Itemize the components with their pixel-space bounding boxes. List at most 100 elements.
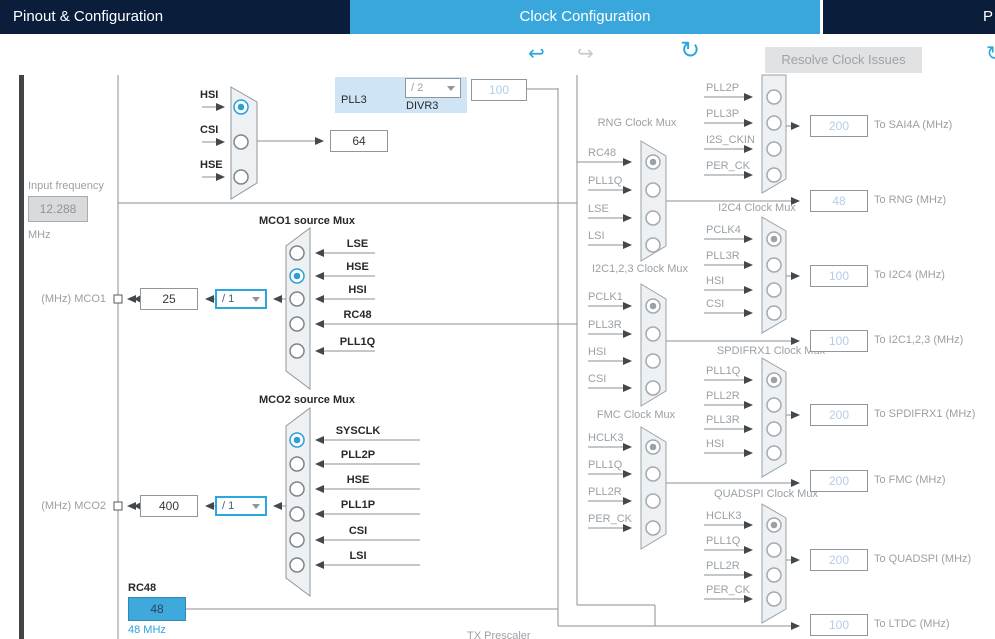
mco2-value-box[interactable]: 400 [140, 495, 198, 517]
mco2-pin[interactable] [113, 501, 123, 511]
radio-spdifrx1-pll2r[interactable] [766, 397, 782, 413]
selected-radios [233, 99, 305, 448]
radio-mco1-lse[interactable] [289, 245, 305, 261]
fmc-input-pll2r: PLL2R [588, 486, 622, 498]
redo-icon[interactable]: ↪ [577, 43, 594, 65]
rc48-value-box[interactable]: 48 [128, 597, 186, 621]
mco1-input-rc48: RC48 [343, 309, 372, 321]
input-frequency-unit: MHz [28, 229, 51, 241]
divr3-value-box[interactable]: 100 [471, 79, 527, 101]
spdifrx1-input-pll3r: PLL3R [706, 414, 740, 426]
rng-output-label: To RNG (MHz) [874, 194, 947, 206]
radio-quadspi-pll2r[interactable] [766, 567, 782, 583]
sai4a-input-i2s_ckin: I2S_CKIN [706, 134, 755, 146]
quadspi-output-box[interactable]: 200 [810, 549, 868, 571]
radio-sys-csi[interactable] [233, 134, 249, 150]
radio-i2c123-hsi[interactable] [645, 353, 661, 369]
mco1-input-hse: HSE [346, 261, 369, 273]
rng-input-lse: LSE [588, 203, 609, 215]
spdifrx1-input-hsi: HSI [706, 438, 725, 450]
mco2-mux-shape [285, 407, 311, 597]
clipped-toolbar-icon[interactable]: ↻ [986, 43, 995, 65]
radio-i2c123-csi[interactable] [645, 380, 661, 396]
mco2-input-pll2p: PLL2P [340, 449, 376, 461]
radio-fmc-pll2r[interactable] [645, 493, 661, 509]
mco1-pin[interactable] [113, 294, 123, 304]
radio-mco2-csi[interactable] [289, 532, 305, 548]
fmc-output-box[interactable]: 200 [810, 470, 868, 492]
radio-sai4a-pll3p[interactable] [766, 115, 782, 131]
tab-clock-configuration[interactable]: Clock Configuration [350, 0, 820, 34]
radio-mco1-pll1q[interactable] [289, 343, 305, 359]
radio-fmc-per_ck[interactable] [645, 520, 661, 536]
spdifrx1-output-box[interactable]: 200 [810, 404, 868, 426]
divr3-divider-dropdown[interactable]: / 2 [405, 78, 461, 98]
i2c123-input-pll3r: PLL3R [588, 319, 622, 331]
mco1-mux-title: MCO1 source Mux [259, 215, 355, 227]
fmc-output-label: To FMC (MHz) [874, 474, 946, 486]
quadspi-input-pll1q: PLL1Q [706, 535, 741, 547]
radio-rng-lse[interactable] [645, 210, 661, 226]
radio-quadspi-per_ck[interactable] [766, 591, 782, 607]
mco2-divider-dropdown[interactable]: / 1 [215, 496, 267, 516]
sai4a-output-label: To SAI4A (MHz) [874, 119, 953, 131]
fmc-input-pll1q: PLL1Q [588, 459, 623, 471]
ltdc-output-label: To LTDC (MHz) [874, 618, 950, 630]
rng-input-pll1q: PLL1Q [588, 175, 623, 187]
sysclk-value-box[interactable]: 64 [330, 130, 388, 152]
radio-i2c4-csi[interactable] [766, 305, 782, 321]
i2c123-output-box[interactable]: 100 [810, 330, 868, 352]
radio-sai4a-per_ck[interactable] [766, 167, 782, 183]
refresh-icon[interactable]: ↻ [680, 37, 701, 64]
undo-icon[interactable]: ↩ [528, 43, 545, 65]
mco2-input-csi: CSI [348, 525, 368, 537]
radio-mco2-pll1p[interactable] [289, 506, 305, 522]
spdifrx1-mux-shape [761, 357, 787, 478]
wires [117, 75, 656, 639]
radio-mco1-rc48[interactable] [289, 316, 305, 332]
i2c4-output-box[interactable]: 100 [810, 265, 868, 287]
quadspi-input-pll2r: PLL2R [706, 560, 740, 572]
radio-spdifrx1-pll3r[interactable] [766, 421, 782, 437]
radio-spdifrx1-hsi[interactable] [766, 445, 782, 461]
sai4a-mux-shape [761, 74, 787, 194]
radio-rng-pll1q[interactable] [645, 182, 661, 198]
fmc-input-hclk3: HCLK3 [588, 432, 624, 444]
mco1-divider-dropdown[interactable]: / 1 [215, 289, 267, 309]
i2c4-input-pclk4: PCLK4 [706, 224, 741, 236]
rc48-frequency-label: 48 MHz [128, 624, 166, 636]
radio-i2c4-pll3r[interactable] [766, 257, 782, 273]
radio-i2c123-pll3r[interactable] [645, 326, 661, 342]
mco2-input-pll1p: PLL1P [340, 499, 376, 511]
i2c4-input-csi: CSI [706, 298, 725, 310]
toolbar: ↩ ↪ ↻ Resolve Clock Issues ↻ [0, 34, 995, 75]
radio-mco2-lsi[interactable] [289, 557, 305, 573]
i2c4-input-pll3r: PLL3R [706, 250, 740, 262]
radio-sai4a-pll2p[interactable] [766, 89, 782, 105]
radio-fmc-pll1q[interactable] [645, 466, 661, 482]
resolve-clock-issues-button[interactable]: Resolve Clock Issues [765, 47, 922, 73]
radio-mco2-hse[interactable] [289, 481, 305, 497]
radio-dot [237, 103, 245, 111]
radio-sai4a-i2s_ckin[interactable] [766, 141, 782, 157]
radio-mco2-pll2p[interactable] [289, 456, 305, 472]
radio-rng-lsi[interactable] [645, 237, 661, 253]
mco1-divider-value: / 1 [222, 293, 235, 305]
sai4a-output-box[interactable]: 200 [810, 115, 868, 137]
mco1-value-box[interactable]: 25 [140, 288, 198, 310]
rng-mux-title: RNG Clock Mux [597, 117, 677, 129]
tab-project-manager-partial[interactable]: P [823, 0, 995, 34]
input-frequency-field[interactable]: 12.288 [28, 196, 88, 222]
radio-mco1-hsi[interactable] [289, 291, 305, 307]
radio-sys-hse[interactable] [233, 169, 249, 185]
rng-output-box[interactable]: 48 [810, 190, 868, 212]
spdifrx1-mux-title: SPDIFRX1 Clock Mux [716, 345, 826, 357]
tab-pinout-configuration[interactable]: Pinout & Configuration [0, 0, 350, 34]
radio-i2c4-hsi[interactable] [766, 282, 782, 298]
radio-quadspi-pll1q[interactable] [766, 542, 782, 558]
sys-input-hse: HSE [200, 159, 223, 171]
ltdc-output-box[interactable]: 100 [810, 614, 868, 636]
i2c123-mux-title: I2C1,2,3 Clock Mux [592, 263, 688, 275]
i2c4-output-label: To I2C4 (MHz) [874, 269, 945, 281]
